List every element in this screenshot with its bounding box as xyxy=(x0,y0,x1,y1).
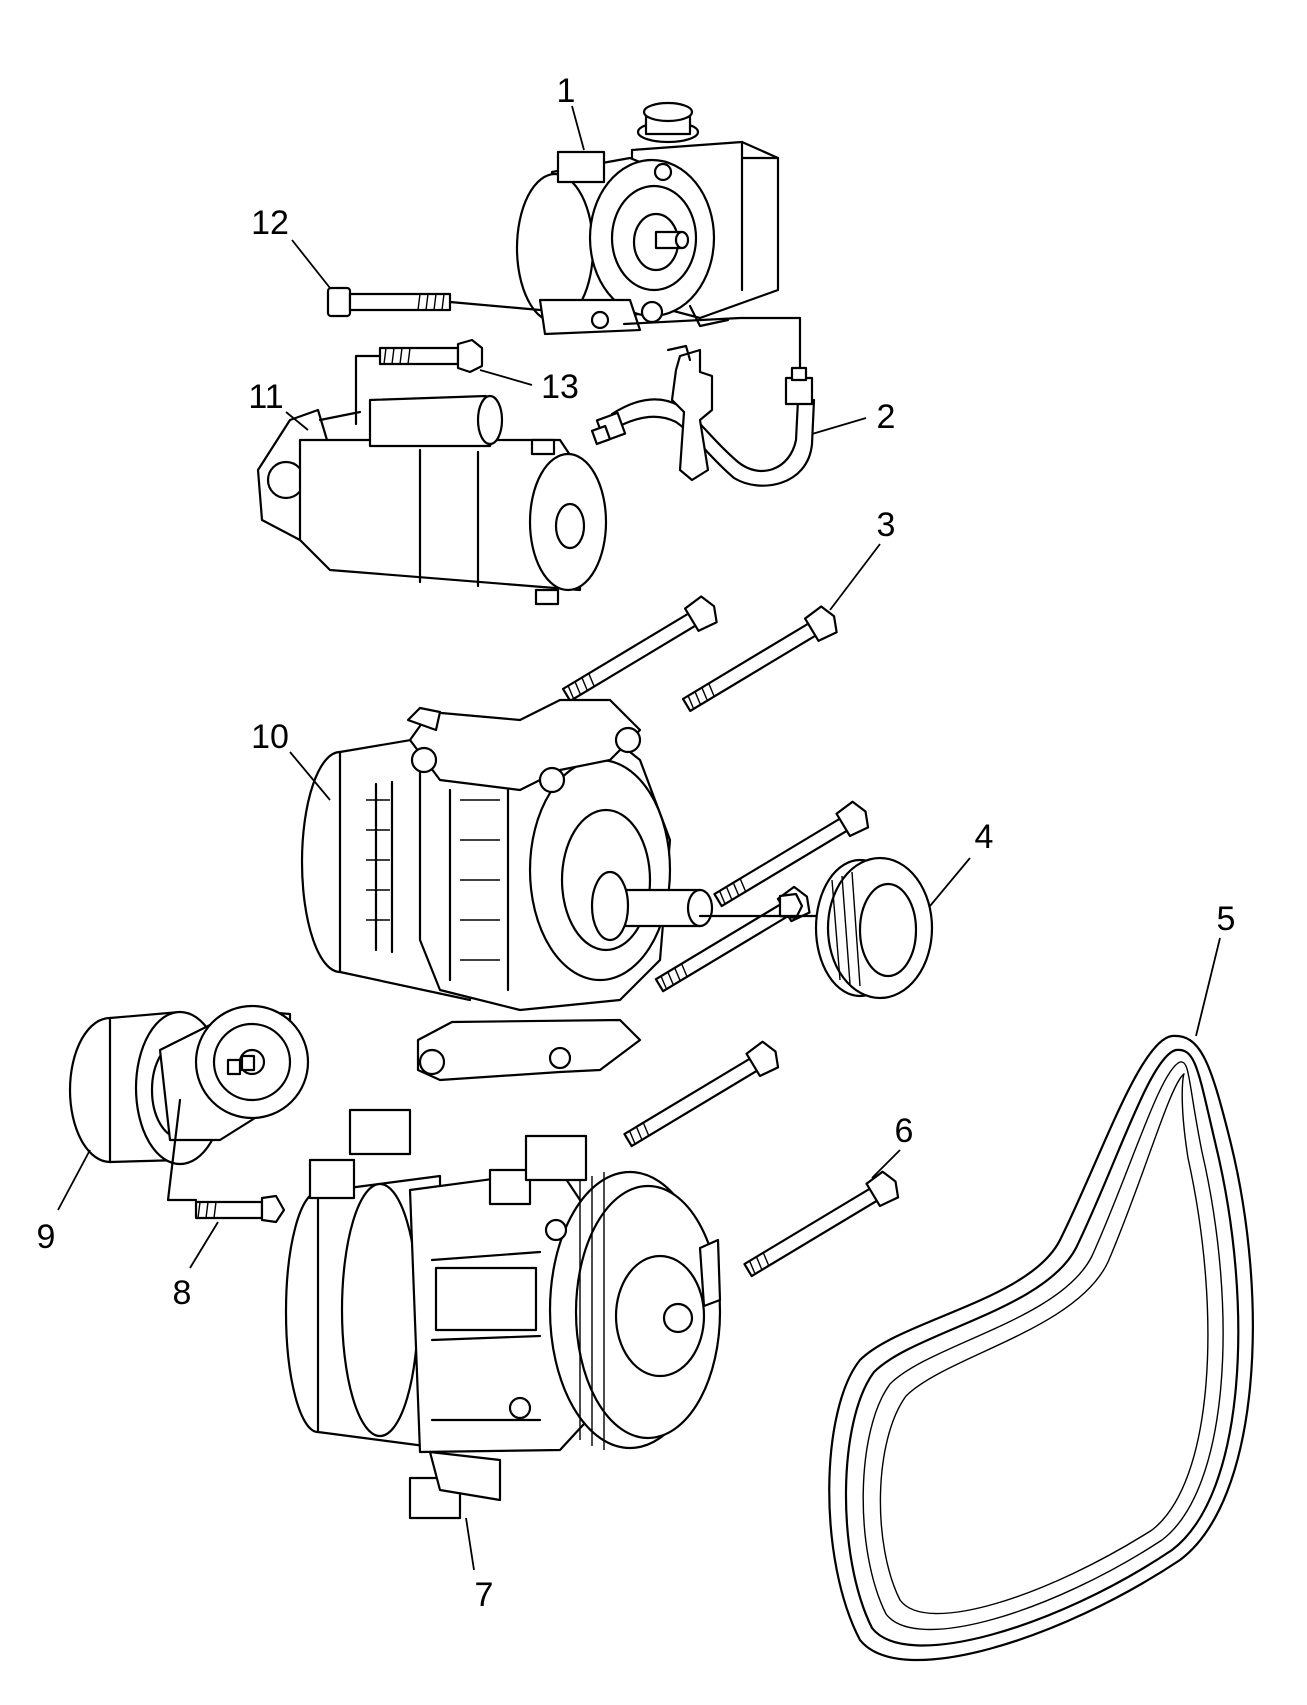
power-steering-pump xyxy=(515,101,780,336)
callout-2: 2 xyxy=(877,398,896,436)
leader-3 xyxy=(829,543,881,611)
generator-bolts xyxy=(561,595,870,993)
hose-assembly xyxy=(590,344,816,487)
leader-2 xyxy=(811,417,867,435)
callout-4: 4 xyxy=(975,818,994,856)
callout-11: 11 xyxy=(248,378,283,416)
callout-numbers: 1 2 3 4 5 6 7 8 9 10 11 12 13 xyxy=(37,72,1236,1614)
callout-12: 12 xyxy=(251,204,289,242)
compressor-bolts xyxy=(623,1040,900,1278)
leader-13 xyxy=(479,369,533,386)
bolt-13 xyxy=(378,338,484,374)
tensioner-bolt xyxy=(194,1194,286,1224)
callout-3: 3 xyxy=(877,506,896,544)
callout-6: 6 xyxy=(895,1112,914,1150)
callout-5: 5 xyxy=(1217,900,1236,938)
leader-11 xyxy=(285,411,309,431)
generator xyxy=(300,698,804,1082)
leader-4 xyxy=(929,857,971,907)
generator-pulley xyxy=(814,856,934,1000)
callout-9: 9 xyxy=(37,1218,56,1256)
leader-9 xyxy=(57,1149,91,1211)
leader-6 xyxy=(871,1149,901,1179)
leader-1 xyxy=(571,105,585,151)
leader-10 xyxy=(289,751,331,801)
callout-7: 7 xyxy=(475,1576,494,1614)
belt-tensioner xyxy=(68,1004,310,1166)
callout-leaders xyxy=(57,105,1221,1571)
leader-5 xyxy=(1195,937,1221,1037)
leader-12 xyxy=(291,239,331,289)
leader-7 xyxy=(465,1517,475,1571)
callout-10: 10 xyxy=(251,718,289,756)
callout-8: 8 xyxy=(173,1274,192,1312)
callout-1: 1 xyxy=(557,72,576,110)
starter-motor xyxy=(256,394,608,606)
callout-13: 13 xyxy=(541,368,579,406)
bolt-12 xyxy=(326,286,452,318)
ac-compressor xyxy=(284,1108,722,1520)
leader-8 xyxy=(189,1221,219,1269)
drive-belt xyxy=(828,1034,1254,1661)
